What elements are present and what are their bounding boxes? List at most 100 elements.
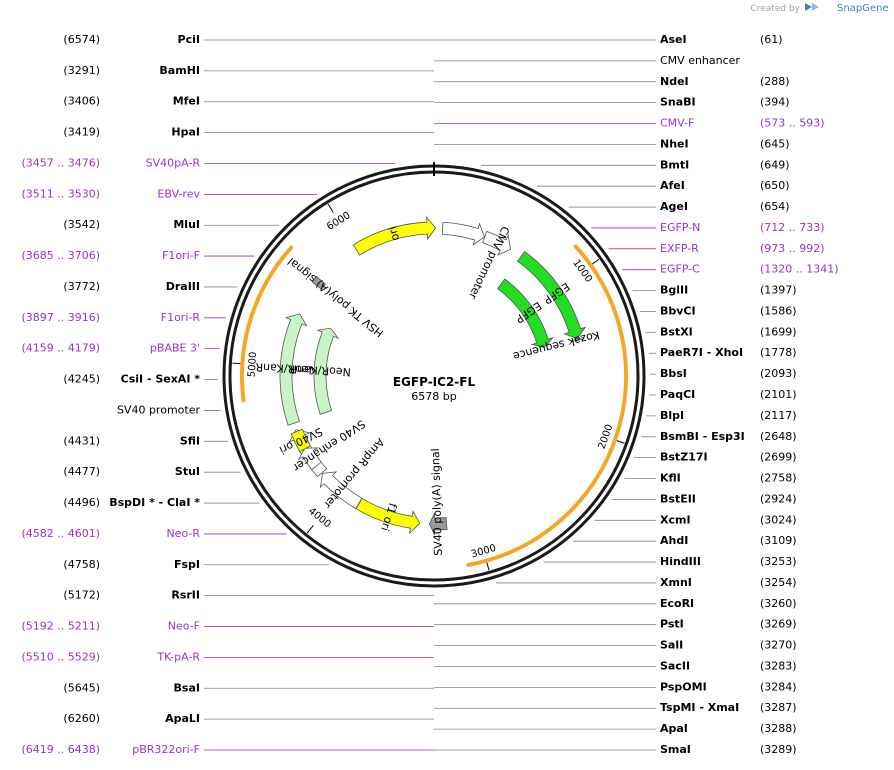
site-bsmbi-esp3i[interactable]: BsmBI - Esp3I(2648) bbox=[660, 430, 797, 443]
site-paer7i-xhoi[interactable]: PaeR7I - XhoI(1778) bbox=[660, 346, 797, 359]
site-bbsi[interactable]: BbsI(2093) bbox=[660, 367, 797, 380]
site-neo-f[interactable]: Neo-F(5192 .. 5211) bbox=[21, 620, 200, 633]
site-cmv-f[interactable]: CMV-F(573 .. 593) bbox=[660, 117, 825, 130]
site-bbvci[interactable]: BbvCI(1586) bbox=[660, 304, 797, 317]
site-name: SV40pA-R bbox=[146, 156, 201, 169]
site-name: CMV enhancer bbox=[660, 54, 740, 67]
site-position: (1397) bbox=[760, 284, 797, 297]
site-pcii[interactable]: PciI(6574) bbox=[63, 33, 200, 46]
site-sacii[interactable]: SacII(3283) bbox=[660, 659, 797, 672]
site-position: (4159 .. 4179) bbox=[21, 342, 100, 355]
site-position: (2699) bbox=[760, 451, 797, 464]
feature-sv40-enhancer[interactable] bbox=[297, 447, 322, 471]
feature-cmv-promoter[interactable] bbox=[482, 230, 511, 256]
site-xmni[interactable]: XmnI(3254) bbox=[660, 576, 797, 589]
site-name: SmaI bbox=[660, 743, 691, 756]
site-bstz17i[interactable]: BstZ17I(2699) bbox=[660, 451, 797, 464]
site-cmv-enhancer[interactable]: CMV enhancer bbox=[660, 54, 740, 67]
site-bsai[interactable]: BsaI(5645) bbox=[63, 681, 200, 694]
site-position: (645) bbox=[760, 137, 790, 150]
feature-neor-kanr1[interactable] bbox=[279, 313, 308, 426]
feature-sv40-ori[interactable] bbox=[290, 428, 311, 453]
site-sv40pa-r[interactable]: SV40pA-R(3457 .. 3476) bbox=[21, 156, 200, 169]
feature-ori[interactable] bbox=[352, 215, 437, 256]
site-f1ori-r[interactable]: F1ori-R(3897 .. 3916) bbox=[21, 311, 200, 324]
site-bamhi[interactable]: BamHI(3291) bbox=[63, 64, 200, 77]
site-neo-r[interactable]: Neo-R(4582 .. 4601) bbox=[21, 527, 200, 540]
site-name: BlpI bbox=[660, 409, 684, 422]
site-mlui[interactable]: MluI(3542) bbox=[63, 218, 200, 231]
site-nhei[interactable]: NheI (645) bbox=[660, 137, 790, 150]
site-name: HindIII bbox=[660, 555, 701, 568]
site-bsteii[interactable]: BstEII (2924) bbox=[660, 492, 797, 505]
site-sv40-promoter[interactable]: SV40 promoter bbox=[117, 403, 201, 416]
site-paqci[interactable]: PaqCI(2101) bbox=[660, 388, 797, 401]
site-psti[interactable]: PstI(3269) bbox=[660, 618, 797, 631]
site-rsrii[interactable]: RsrII(5172) bbox=[63, 589, 200, 602]
site-position: (3289) bbox=[760, 743, 797, 756]
site-name: BstEII bbox=[660, 492, 696, 505]
site-egfp-c[interactable]: EGFP-C(1320 .. 1341) bbox=[660, 263, 839, 276]
feature-kozak-sequence[interactable] bbox=[571, 337, 584, 343]
feature-egfp2[interactable] bbox=[497, 278, 555, 348]
site-name: BstXI bbox=[660, 325, 693, 338]
feature-sv40-poly-a-signal[interactable] bbox=[429, 512, 448, 536]
site-hindiii[interactable]: HindIII(3253) bbox=[660, 555, 797, 568]
site-bmti[interactable]: BmtI(649) bbox=[660, 158, 790, 171]
site-name: KflI bbox=[660, 472, 681, 485]
orf-arcs bbox=[240, 244, 628, 567]
site-asei[interactable]: AseI(61) bbox=[660, 33, 783, 46]
site-ebv-rev[interactable]: EBV-rev(3511 .. 3530) bbox=[21, 187, 200, 200]
site-csii-sexai[interactable]: CsiI - SexAI *(4245) bbox=[63, 373, 200, 386]
site-xcmi[interactable]: XcmI(3024) bbox=[660, 513, 797, 526]
site-blpi[interactable]: BlpI(2117) bbox=[660, 409, 797, 422]
site-egfp-n[interactable]: EGFP-N(712 .. 733) bbox=[660, 221, 825, 234]
site-name: BbvCI bbox=[660, 304, 696, 317]
site-snabi[interactable]: SnaBI(394) bbox=[660, 96, 790, 109]
feature-hsv-tk-poly-a-signal[interactable] bbox=[311, 275, 327, 290]
site-name: F1ori-F bbox=[162, 249, 200, 262]
site-position: (6574) bbox=[63, 33, 100, 46]
feature-ampr-promoter[interactable] bbox=[319, 471, 363, 510]
tick-label: 5000 bbox=[247, 351, 260, 377]
site-bglii[interactable]: BglII(1397) bbox=[660, 284, 797, 297]
feature-cmv-enhancer[interactable] bbox=[441, 221, 485, 246]
site-ahdi[interactable]: AhdI(3109) bbox=[660, 534, 797, 547]
site-name: NheI bbox=[660, 137, 689, 150]
site-bspdi-clai[interactable]: BspDI * - ClaI *(4496) bbox=[63, 496, 200, 509]
feature-egfp1[interactable] bbox=[517, 250, 587, 340]
site-smai[interactable]: SmaI (3289) bbox=[660, 743, 797, 756]
site-tspmi-xmai[interactable]: TspMI - XmaI(3287) bbox=[660, 701, 797, 714]
site-fspi[interactable]: FspI(4758) bbox=[63, 558, 200, 571]
site-sfii[interactable]: SfiI(4431) bbox=[63, 434, 200, 447]
site-apali[interactable]: ApaLI(6260) bbox=[63, 712, 200, 725]
feature-f1-ori[interactable] bbox=[355, 497, 421, 535]
site-mfei[interactable]: MfeI(3406) bbox=[63, 95, 200, 108]
site-afei[interactable]: AfeI(650) bbox=[660, 179, 790, 192]
site-kfli[interactable]: KflI(2758) bbox=[660, 472, 797, 485]
site-tk-pa-r[interactable]: TK-pA-R(5510 .. 5529) bbox=[21, 650, 200, 663]
site-f1ori-f[interactable]: F1ori-F(3685 .. 3706) bbox=[21, 249, 200, 262]
site-name: ApaLI bbox=[165, 712, 200, 725]
site-ecori[interactable]: EcoRI(3260) bbox=[660, 597, 797, 610]
site-agei[interactable]: AgeI(654) bbox=[660, 200, 790, 213]
site-name: pBR322ori-F bbox=[132, 743, 200, 756]
site-apai[interactable]: ApaI(3288) bbox=[660, 722, 797, 735]
site-stui[interactable]: StuI(4477) bbox=[63, 465, 200, 478]
feature-neor-kanr2[interactable] bbox=[313, 327, 340, 415]
site-pbabe-3[interactable]: pBABE 3'(4159 .. 4179) bbox=[21, 342, 200, 355]
site-bstxi[interactable]: BstXI(1699) bbox=[660, 325, 797, 338]
site-position: (2924) bbox=[760, 492, 797, 505]
site-draiii[interactable]: DraIII(3772) bbox=[63, 280, 200, 293]
site-name: MfeI bbox=[173, 95, 200, 108]
site-pbr322ori-f[interactable]: pBR322ori-F (6419 .. 6438) bbox=[21, 743, 200, 756]
site-hpai[interactable]: HpaI(3419) bbox=[63, 126, 200, 139]
site-pspomi[interactable]: PspOMI(3284) bbox=[660, 680, 797, 693]
site-position: (6419 .. 6438) bbox=[21, 743, 100, 756]
site-name: BbsI bbox=[660, 367, 687, 380]
site-exfp-r[interactable]: EXFP-R(973 .. 992) bbox=[660, 242, 825, 255]
site-sali[interactable]: SalI(3270) bbox=[660, 639, 797, 652]
site-ndei[interactable]: NdeI(288) bbox=[660, 75, 790, 88]
